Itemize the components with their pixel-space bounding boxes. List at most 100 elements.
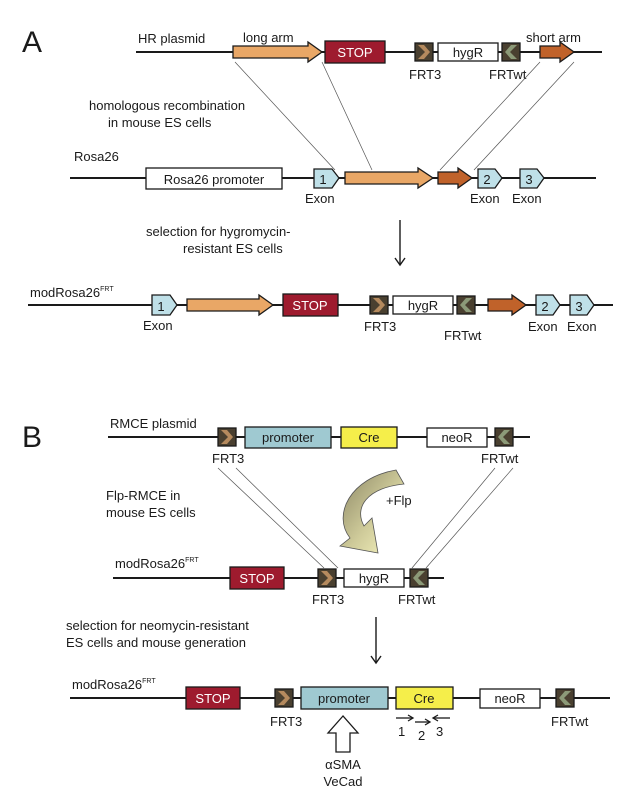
- frt3-site-rmce: [217, 427, 237, 447]
- neo-selection-line2: ES cells and mouse generation: [66, 635, 246, 650]
- genotyping-primers: 1 2 3: [396, 714, 450, 743]
- exon-2-box-mod: [535, 294, 561, 316]
- rosa26-locus: Rosa26 Rosa26 promoter 1 Exon 2 Exon 3 E…: [70, 149, 596, 206]
- modrosa26-frt-locus-b: modRosa26FRT STOP hygR FRT3 FRTwt: [113, 556, 444, 607]
- hr-note-line1: homologous recombination: [89, 98, 245, 113]
- exon-2-box: [477, 168, 503, 189]
- exon-3-number: 3: [525, 172, 532, 187]
- rosa26-promoter-box: [145, 167, 283, 190]
- short-arm-arrow: [539, 40, 576, 64]
- stop-box-mod: [282, 293, 339, 317]
- exon-2-label: Exon: [470, 191, 500, 206]
- flp-label: +Flp: [386, 493, 412, 508]
- stop-label: STOP: [337, 45, 372, 60]
- rmce-plasmid-construct: RMCE plasmid promoter Cre neoR FRT3 FRTw…: [108, 416, 530, 466]
- selection-down-arrow-a: [394, 220, 406, 267]
- exon-1-number: 1: [319, 172, 326, 187]
- frtwt-site-final: [555, 688, 575, 708]
- primer-3-label: 3: [436, 724, 443, 739]
- hr-note-line2: in mouse ES cells: [108, 115, 212, 130]
- frtwt-site-b: [409, 568, 429, 588]
- hygr-box-mod: [392, 295, 454, 315]
- stop-box-b: [229, 566, 285, 590]
- frt3-label-rmce: FRT3: [212, 451, 244, 466]
- cre-box-rmce: [340, 426, 398, 449]
- rmce-plasmid-label: RMCE plasmid: [110, 416, 197, 431]
- modrosa26-label-b: modRosa26FRT: [115, 556, 199, 571]
- exon-3-label: Exon: [512, 191, 542, 206]
- panel-a-letter: A: [22, 26, 42, 59]
- short-arm-arrow-rosa: [437, 166, 474, 190]
- frtwt-site-mod: [456, 295, 476, 315]
- exon-2-number-mod: 2: [541, 299, 548, 314]
- vecad-label: VeCad: [323, 774, 362, 789]
- frtwt-site: [501, 42, 521, 62]
- hygr-label-b: hygR: [359, 571, 389, 586]
- long-arm-arrow-rosa: [344, 166, 435, 190]
- neor-label-final: neoR: [494, 691, 525, 706]
- exon-2-label-mod: Exon: [528, 319, 558, 334]
- frt3-label-final: FRT3: [270, 714, 302, 729]
- flp-note-line1: Flp-RMCE in: [106, 488, 180, 503]
- hygro-selection-line2: resistant ES cells: [183, 241, 283, 256]
- selection-down-arrow-b: [370, 617, 382, 665]
- cre-label-rmce: Cre: [359, 430, 380, 445]
- modrosa26-frt-locus-a: modRosa26FRT 1 Exon STOP hygR 2 3 FRT3 F…: [28, 285, 613, 343]
- frt3-site-b: [317, 568, 337, 588]
- exon-1-number-mod: 1: [157, 299, 164, 314]
- hr-plasmid-label: HR plasmid: [138, 31, 205, 46]
- stop-label-b: STOP: [239, 571, 274, 586]
- frtwt-label-rmce: FRTwt: [481, 451, 519, 466]
- primer-2-label: 2: [418, 728, 425, 743]
- hr-plasmid-construct: HR plasmid long arm STOP hygR short arm …: [136, 30, 602, 82]
- promoter-insert-up-arrow: [326, 715, 360, 753]
- stop-box: [324, 40, 386, 64]
- hygro-selection-line1: selection for hygromycin-: [146, 224, 291, 239]
- long-arm-label: long arm: [243, 30, 294, 45]
- exon-1-label: Exon: [305, 191, 335, 206]
- frtwt-label: FRTwt: [489, 67, 527, 82]
- hygr-label: hygR: [453, 45, 483, 60]
- exon-1-box-mod: [151, 294, 178, 316]
- cre-box-final: [395, 686, 454, 710]
- exon-3-number-mod: 3: [575, 299, 582, 314]
- short-arm-arrow-mod: [487, 293, 528, 317]
- long-arm-arrow-mod: [186, 293, 275, 317]
- promoter-label-rmce: promoter: [262, 430, 315, 445]
- primer-1-label: 1: [398, 724, 405, 739]
- modrosa26-label-a: modRosa26FRT: [30, 285, 114, 300]
- rosa26-label: Rosa26: [74, 149, 119, 164]
- promoter-box-final: [300, 686, 389, 710]
- hygr-box: [437, 42, 499, 62]
- modrosa26-frt-locus-final: modRosa26FRT STOP promoter Cre neoR FRT3…: [70, 677, 610, 729]
- cre-label-final: Cre: [414, 691, 435, 706]
- frtwt-site-rmce: [494, 427, 514, 447]
- frt3-label: FRT3: [409, 67, 441, 82]
- flp-note-line2: mouse ES cells: [106, 505, 196, 520]
- frt3-site-mod: [369, 295, 389, 315]
- recombination-crossover-lines: [234, 61, 575, 171]
- frt3-label-b: FRT3: [312, 592, 344, 607]
- frtwt-label-final: FRTwt: [551, 714, 589, 729]
- exon-3-label-mod: Exon: [567, 319, 597, 334]
- frt3-site-final: [274, 688, 294, 708]
- rosa26-promoter-label: Rosa26 promoter: [164, 172, 265, 187]
- modrosa26-label-final: modRosa26FRT: [72, 677, 156, 692]
- stop-label-final: STOP: [195, 691, 230, 706]
- promoter-box-rmce: [244, 426, 332, 449]
- exon-3-box: [519, 168, 545, 189]
- frt3-site: [414, 42, 434, 62]
- frt3-label-mod: FRT3: [364, 319, 396, 334]
- neo-selection-line1: selection for neomycin-resistant: [66, 618, 249, 633]
- short-arm-label: short arm: [526, 30, 581, 45]
- neor-box-final: [479, 688, 541, 709]
- rmce-crossover-lines: [217, 467, 514, 569]
- promoter-label-final: promoter: [318, 691, 371, 706]
- frtwt-label-b: FRTwt: [398, 592, 436, 607]
- hygr-box-b: [343, 568, 405, 588]
- exon-2-number: 2: [483, 172, 490, 187]
- exon-3-box-mod: [569, 294, 595, 316]
- hygr-label-mod: hygR: [408, 298, 438, 313]
- long-arm-arrow: [232, 40, 324, 64]
